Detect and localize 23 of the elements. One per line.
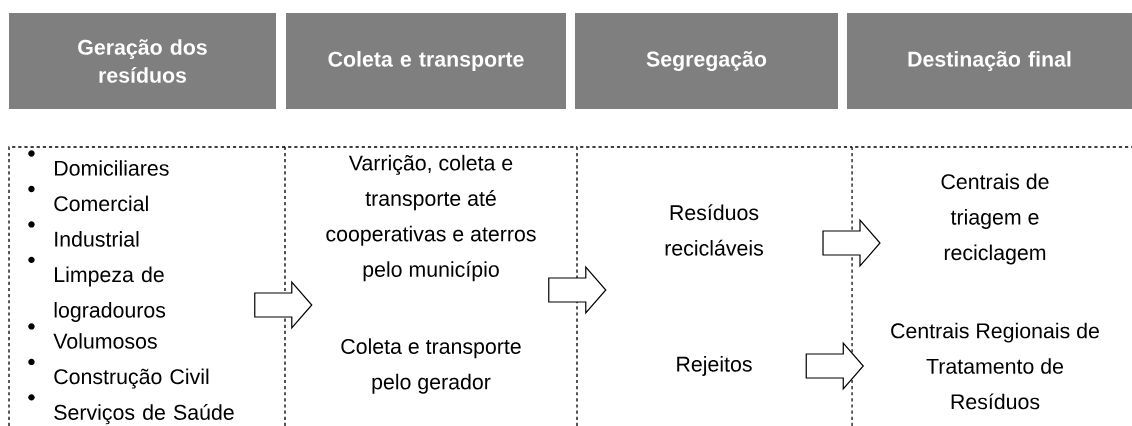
block-arrow [254, 280, 313, 330]
column-panel [576, 146, 853, 426]
text-label: Coleta e transporte pelo gerador [341, 338, 521, 394]
list-item: Volumosos [28, 323, 157, 349]
header-box: Geração dos resíduos [9, 13, 276, 109]
header-box: Segregação [575, 13, 838, 109]
text-label: Centrais Regionais de Tratamento de Resíduos [891, 322, 1099, 410]
list-item: Limpeza de logradouros [28, 256, 166, 322]
list-item: Construção Civil [28, 358, 209, 389]
list-item: Serviços de Saúde [28, 394, 234, 425]
text-label: Rejeitos [677, 356, 752, 376]
block-arrow [822, 218, 881, 268]
text-label: Resíduos recicláveis [665, 204, 763, 256]
block-arrow [805, 341, 865, 391]
block-arrow [548, 265, 607, 315]
text-label: Varrição, coleta e transporte até cooperativas e aterros pelo município [326, 154, 536, 282]
list-item: Industrial [28, 221, 139, 247]
list-item: Comercial [28, 185, 148, 212]
header-box: Coleta e transporte [286, 13, 566, 109]
list-item: Domiciliares [28, 150, 169, 176]
text-label: Centrais de triagem e reciclagem [941, 173, 1049, 265]
column-panel [8, 146, 286, 426]
header-box: Destinação final [847, 13, 1132, 109]
